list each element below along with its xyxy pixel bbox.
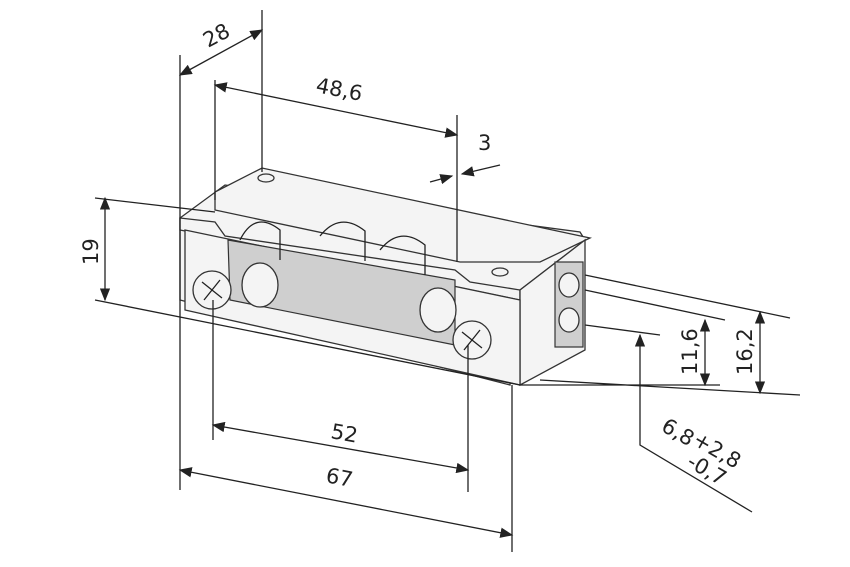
dim-6-8-tolerance: 6,8 +2,8 -0,7 — [658, 414, 746, 491]
screw-hole-top — [257, 173, 275, 183]
dim-48-6: 48,6 — [314, 73, 364, 105]
dim-3: 3 — [478, 131, 491, 155]
screw-hole-right — [491, 267, 509, 277]
dim-67: 67 — [324, 463, 355, 492]
screw-right — [452, 320, 492, 360]
screw-left — [192, 270, 232, 310]
dim-11-6: 11,6 — [678, 328, 702, 375]
dimension-lines — [99, 29, 766, 538]
dim-19: 19 — [79, 238, 103, 265]
dim-16-2: 16,2 — [733, 328, 757, 375]
dim-52: 52 — [329, 419, 359, 447]
strike-body — [179, 167, 592, 387]
dim-28: 28 — [199, 19, 234, 53]
